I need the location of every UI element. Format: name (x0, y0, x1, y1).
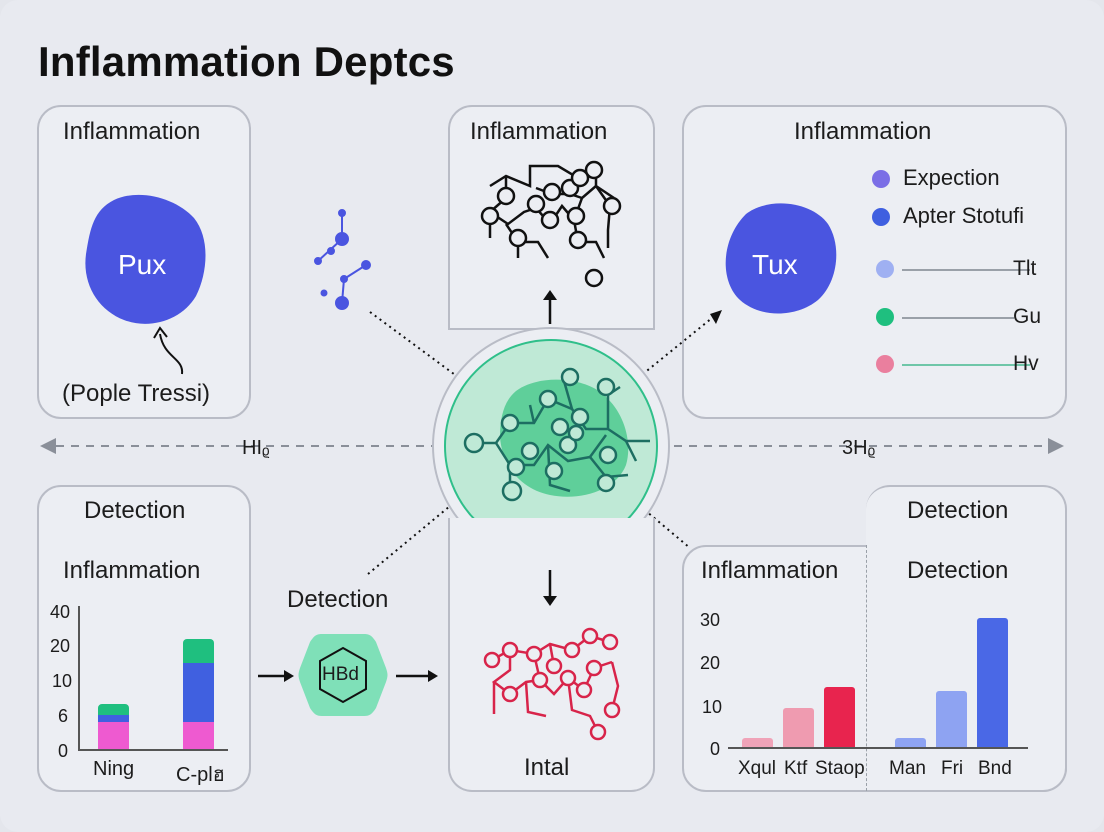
legend-line-5 (902, 364, 1030, 366)
panel-bottom-right-title-left: Inflammation (701, 557, 839, 584)
up-arrow-icon (543, 290, 557, 324)
panel-top-mid-title: Inflammation (470, 118, 608, 145)
legend-dot-4 (876, 308, 894, 326)
panel-bottom-left-title1: Detection (84, 497, 186, 524)
legend-label-4: Gu (1013, 305, 1042, 328)
bar-fri (936, 691, 967, 747)
bar-xqul (742, 738, 773, 747)
bar-segment (98, 721, 129, 749)
x-tick-label: Staop (815, 758, 865, 779)
blob-pux-shape (85, 194, 206, 324)
bar-segment (183, 721, 214, 749)
hexagon-label: HBd (322, 664, 359, 685)
blob-tux-label: Tux (752, 249, 798, 280)
panel-bottom-right-title-right1: Detection (907, 497, 1009, 524)
y-tick: 10 (702, 697, 723, 717)
page-title: Inflammation Deptcs (38, 38, 455, 85)
legend-line-4 (902, 317, 1014, 319)
legend-label-5: Hv (1013, 352, 1039, 375)
right-axis-label: 3Hᵨ (842, 437, 876, 459)
panel-top-left-title: Inflammation (63, 118, 201, 145)
y-axis-line (78, 606, 80, 750)
blob-pux-label: Pux (118, 249, 167, 280)
x-tick-label: Bnd (978, 758, 1012, 779)
black-network-diagram (480, 160, 622, 288)
x-tick-label: Ktf (784, 758, 808, 779)
panel-bottom-left-title2: Inflammation (63, 557, 201, 584)
legend-line-3 (902, 269, 1030, 271)
x-tick-label: Xqul (738, 758, 777, 779)
y-tick: 20 (700, 653, 721, 673)
x-tick-label: Man (889, 758, 926, 779)
small-molecule-icon (314, 209, 371, 310)
bar-staop (824, 686, 855, 747)
bar-segment (98, 704, 129, 715)
red-network-diagram (483, 627, 621, 741)
panel-divider (866, 545, 867, 791)
bar-man (895, 738, 926, 747)
bar-segment (98, 714, 129, 722)
panel-bottom-left (37, 485, 251, 792)
bar-segment (183, 639, 214, 664)
y-tick: 0 (710, 739, 721, 759)
legend-dot-3 (876, 260, 894, 278)
panel-top-left-caption: (Pople Tressi) (62, 380, 211, 407)
bar-segment (183, 663, 214, 722)
legend-label-1: Expection (903, 165, 1000, 190)
x-axis-line-right (728, 747, 1028, 749)
bar-ktf (783, 708, 814, 747)
panel-top-right-title: Inflammation (794, 118, 932, 145)
y-tick: 10 (52, 671, 73, 691)
x-axis-line (78, 749, 228, 751)
legend-label-2: Apter Stotufi (903, 203, 1025, 228)
blob-tux-shape (725, 203, 837, 314)
down-arrow-icon (543, 570, 557, 606)
horizontal-dashed-axis (40, 438, 1064, 454)
y-tick: 0 (58, 741, 69, 761)
bar-bnd (977, 618, 1008, 747)
panel-bottom-mid-label: Intal (524, 754, 570, 781)
y-tick: 40 (50, 602, 71, 622)
y-tick: 30 (700, 610, 721, 630)
x-tick-label: Ning (93, 758, 135, 780)
legend-dot-2 (872, 208, 890, 226)
y-tick: 6 (58, 706, 69, 726)
x-tick-label: C-plฮ (176, 764, 225, 786)
right-arrow-icon (258, 670, 294, 682)
central-cell-diagram (432, 327, 670, 565)
legend-dot-5 (876, 355, 894, 373)
detection-label: Detection (287, 586, 389, 613)
legend-label-3: Tlt (1013, 257, 1037, 280)
legend-dot-1 (872, 170, 890, 188)
panel-bottom-right-title-right2: Detection (907, 557, 1009, 584)
x-tick-label: Fri (941, 758, 964, 779)
left-axis-label: HIᵨ (242, 437, 270, 459)
right-arrow-icon-2 (396, 670, 438, 682)
hexagon-node (298, 634, 388, 716)
curved-arrow-icon (153, 326, 184, 375)
y-tick: 20 (50, 636, 71, 656)
panel-top-left (37, 105, 251, 419)
